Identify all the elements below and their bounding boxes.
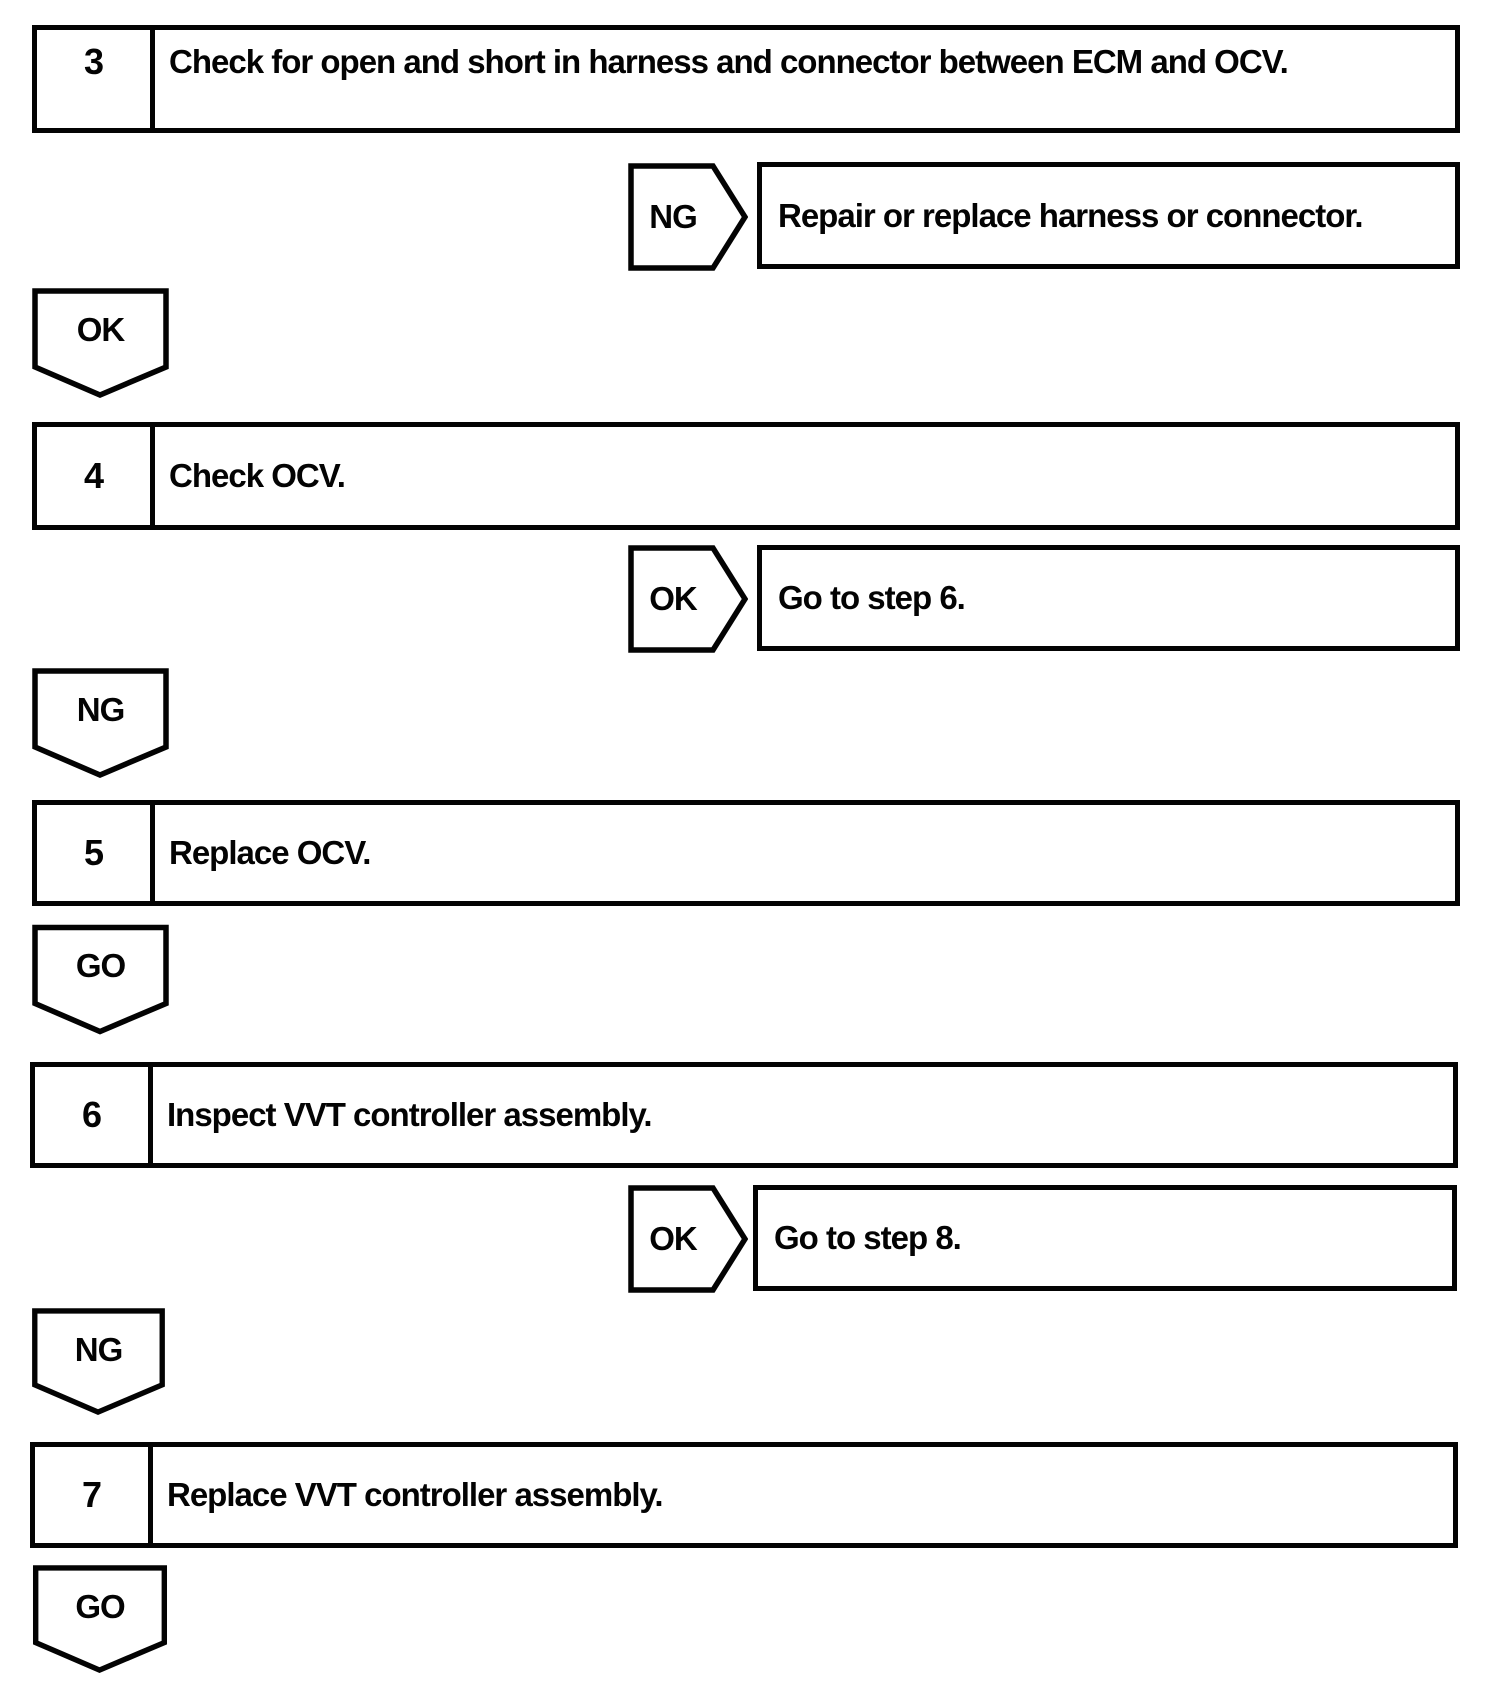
ng-branch-label: NG xyxy=(649,198,698,235)
step-7-title: Replace VVT controller assembly. xyxy=(167,1476,664,1513)
step-7-number: 7 xyxy=(35,1447,153,1543)
step-5-title: Replace OCV. xyxy=(169,834,371,871)
step-6-title: Inspect VVT controller assembly. xyxy=(167,1096,653,1133)
right-pentagon-icon xyxy=(628,1185,748,1293)
down-pentagon-icon xyxy=(32,668,169,778)
down-pentagon-icon xyxy=(32,924,169,1035)
ng-connector: NG xyxy=(32,668,169,778)
step-4-title: Check OCV. xyxy=(169,457,346,494)
ng-connector-label: NG xyxy=(74,1331,124,1368)
step-7-box: 7 Replace VVT controller assembly. xyxy=(30,1442,1458,1548)
ok-branch-arrow: OK xyxy=(628,545,748,653)
ok-branch-label: OK xyxy=(649,1220,698,1257)
step-3-title: Check for open and short in harness and … xyxy=(169,43,1289,80)
down-pentagon-icon xyxy=(32,1565,168,1673)
step-6-box: 6 Inspect VVT controller assembly. xyxy=(30,1062,1458,1168)
ok-connector: OK xyxy=(32,288,169,398)
step-5-box: 5 Replace OCV. xyxy=(32,800,1460,906)
result-text: Go to step 8. xyxy=(774,1219,962,1256)
go-connector: GO xyxy=(30,1565,170,1673)
result-box-go-to-step-8: Go to step 8. xyxy=(753,1185,1457,1291)
step-6-number: 6 xyxy=(35,1067,153,1163)
ok-connector-label: OK xyxy=(76,311,126,348)
right-pentagon-icon xyxy=(628,163,748,271)
step-4-number: 4 xyxy=(37,427,155,525)
down-pentagon-icon xyxy=(32,288,169,398)
step-5-number: 5 xyxy=(37,805,155,901)
go-connector-label: GO xyxy=(75,1588,125,1625)
result-box-repair-harness: Repair or replace harness or connector. xyxy=(757,162,1460,269)
right-pentagon-icon xyxy=(628,545,748,653)
go-connector: GO xyxy=(32,924,169,1035)
step-3-box: 3 Check for open and short in harness an… xyxy=(32,25,1460,133)
result-text: Go to step 6. xyxy=(778,579,966,616)
down-pentagon-icon xyxy=(32,1308,165,1415)
go-connector-label: GO xyxy=(75,947,126,984)
result-text: Repair or replace harness or connector. xyxy=(778,196,1364,234)
ok-branch-arrow: OK xyxy=(628,1185,748,1293)
step-4-box: 4 Check OCV. xyxy=(32,422,1460,530)
result-box-go-to-step-6: Go to step 6. xyxy=(757,545,1460,651)
ng-connector-label: NG xyxy=(76,691,126,728)
step-3-number: 3 xyxy=(37,30,155,128)
ng-branch-arrow: NG xyxy=(628,163,748,271)
ng-connector: NG xyxy=(30,1308,167,1415)
ok-branch-label: OK xyxy=(649,580,698,617)
